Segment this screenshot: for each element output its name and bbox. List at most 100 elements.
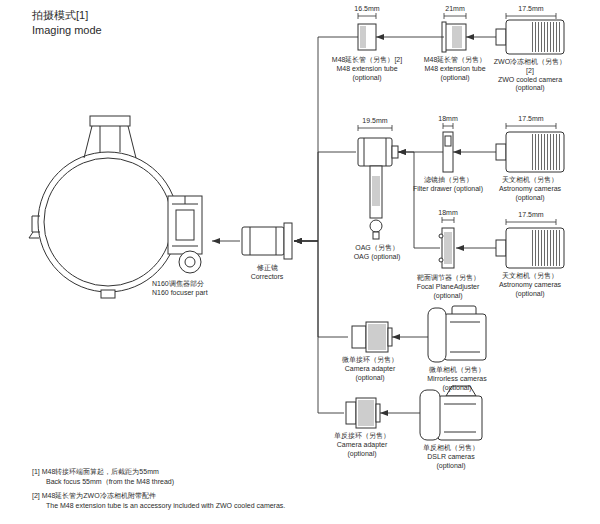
diagram-title: 拍摄模式[1] Imaging mode	[32, 8, 116, 38]
node-label: ZWO冷冻相机（另售）[2]ZWO cooled camera (optiona…	[493, 58, 567, 93]
oag-drawing	[358, 138, 398, 239]
camera-drawing-part	[506, 20, 564, 54]
part-name-en: Correctors	[251, 273, 284, 282]
corrector-drawing-part	[284, 223, 292, 259]
focuser-drawing-part	[38, 152, 178, 292]
connector-arrow	[376, 37, 444, 38]
dimension-label: 18mm	[438, 209, 457, 218]
node-label: M48延长管（另售）[2]M48 extension tube (optiona…	[330, 56, 404, 82]
part-name-en: ZWO cooled camera (optional)	[493, 76, 567, 94]
part-name: M48延长管（另售）	[418, 56, 492, 65]
dimension-label: 18mm	[438, 115, 457, 124]
camera-adapter: 微单接环（另售）Camera adapter (optional)	[348, 322, 392, 352]
part-name: 天文相机（另售）	[493, 176, 567, 185]
mirrorless-camera: 微单相机（另售）Mirrorless cameras (optional)	[428, 306, 486, 362]
part-name: 修正镜	[251, 264, 284, 273]
camera-drawing-part	[496, 29, 506, 45]
dslr-camera: 单反相机（另售）DSLR cameras (optional)	[420, 386, 482, 440]
part-name-en: DSLR cameras (optional)	[414, 453, 488, 471]
node-label: 微单相机（另售）Mirrorless cameras (optional)	[420, 366, 494, 392]
footnote-label: [2] M48延长管为ZWO冷冻相机附带配件	[32, 492, 156, 501]
node-label: M48延长管（另售）M48 extension tube (optional)	[418, 56, 492, 82]
extension-tube-drawing-part	[358, 24, 376, 50]
camera-adapter-drawing-part	[356, 398, 376, 428]
camera-adapter-drawing-part	[346, 402, 356, 424]
extension-tube: M48延长管（另售）M48 extension tube (optional)	[444, 22, 466, 52]
focal-plane-adjuster-drawing-part	[439, 258, 443, 262]
node-label: 天文相机（另售）Astronomy cameras (optional)	[493, 272, 567, 298]
camera-adapter: 单反接环（另售）Camera adapter (optional)	[344, 398, 380, 428]
cooled-camera: ZWO冷冻相机（另售）[2]ZWO cooled camera (optiona…	[496, 20, 564, 54]
footnote-label: [1] M48转接环端面算起，后截距为55mm	[32, 468, 159, 477]
part-name: 单反接环（另售）	[325, 432, 399, 441]
part-name: 微单相机（另售）	[420, 366, 494, 375]
astronomy-camera: 天文相机（另售）Astronomy cameras (optional)	[496, 228, 564, 268]
connector-arrow	[466, 37, 496, 38]
dslr-camera-drawing-part	[438, 396, 482, 440]
part-name-en: M48 extension tube (optional)	[330, 65, 404, 83]
camera-drawing-part	[496, 144, 506, 160]
focal-plane-adjuster-drawing	[439, 228, 454, 268]
part-name-en: Focal PlaneAdjuster (optional)	[411, 283, 485, 301]
focuser-drawing-part	[172, 196, 198, 246]
part-name-en: M48 extension tube (optional)	[418, 65, 492, 83]
dimension-label: 19.5mm	[362, 117, 387, 126]
part-name: 单反相机（另售）	[414, 444, 488, 453]
focuser-drawing-part	[176, 210, 194, 240]
dslr-camera-drawing-part	[444, 404, 476, 432]
focuser-drawing-part	[185, 257, 195, 267]
camera-adapter-drawing-part	[352, 326, 366, 348]
camera-adapter-drawing-part	[376, 404, 380, 422]
oag-drawing-part	[392, 146, 398, 158]
extension-tube-drawing-part	[444, 24, 466, 50]
connector-arrow	[456, 248, 496, 249]
part-name-en: Filter drawer (optional)	[413, 185, 483, 194]
filter-drawer: 滤镜抽（另售）Filter drawer (optional)	[443, 132, 453, 172]
camera-adapter-drawing-part	[366, 322, 388, 352]
connector-arrow	[294, 241, 344, 413]
extension-tube-drawing-part	[452, 26, 462, 48]
camera-drawing-part	[496, 240, 506, 256]
part-name: ZWO冷冻相机（另售）[2]	[493, 58, 567, 76]
focal-plane-adjuster: 靶面调节器（另售）Focal PlaneAdjuster (optional)	[440, 226, 456, 270]
focuser-drawing-part	[84, 126, 136, 158]
mirrorless-camera-drawing	[428, 306, 486, 362]
node-label: OAG（另售）OAG (optional)	[354, 244, 401, 262]
camera-drawing-part	[506, 132, 564, 172]
corrector-drawing	[242, 223, 292, 259]
node-label: 天文相机（另售）Astronomy cameras (optional)	[493, 176, 567, 202]
focuser-drawing-part	[44, 158, 172, 286]
focal-plane-adjuster-drawing-part	[439, 234, 443, 238]
oag: OAG（另售）OAG (optional)	[356, 134, 398, 240]
corrector: 修正镜Correctors	[240, 222, 294, 260]
oag-drawing-part	[370, 220, 382, 232]
dimension-line-part	[444, 13, 466, 19]
focal-plane-adjuster-drawing-part	[444, 232, 452, 264]
dslr-camera-drawing-part	[420, 390, 440, 440]
astronomy-camera: 天文相机（另售）Astronomy cameras (optional)	[496, 132, 564, 172]
corrector-drawing-part	[242, 227, 284, 255]
focuser-drawing-part	[168, 196, 202, 254]
part-name-en: Astronomy cameras (optional)	[493, 185, 567, 203]
focuser-drawing-part	[90, 116, 130, 126]
focuser-drawing-part	[32, 216, 40, 232]
oag-drawing-part	[364, 138, 386, 166]
part-name-en: N160 focuser part	[152, 289, 208, 298]
node-label: 微单接环（另售）Camera adapter (optional)	[333, 356, 407, 382]
node-label: 修正镜Correctors	[251, 264, 284, 282]
focuser-drawing-part	[179, 251, 201, 273]
dimension-line-part	[443, 123, 453, 129]
connector-arrow	[294, 152, 356, 241]
dimension-label: 17.5mm	[518, 115, 543, 124]
extension-tube-drawing	[358, 22, 466, 52]
mirrorless-camera-drawing-part	[428, 308, 446, 362]
node-label: 单反接环（另售）Camera adapter (optional)	[325, 432, 399, 458]
part-name-en: Astronomy cameras (optional)	[493, 281, 567, 299]
part-name-en: Camera adapter (optional)	[325, 441, 399, 459]
mirrorless-camera-drawing-part	[444, 314, 486, 360]
dimension-line-part	[442, 217, 454, 223]
camera-adapter-drawing-part	[388, 328, 392, 346]
dimension-label: 21mm	[445, 5, 464, 14]
camera-drawing-part	[532, 134, 562, 170]
camera-drawing	[496, 20, 564, 268]
